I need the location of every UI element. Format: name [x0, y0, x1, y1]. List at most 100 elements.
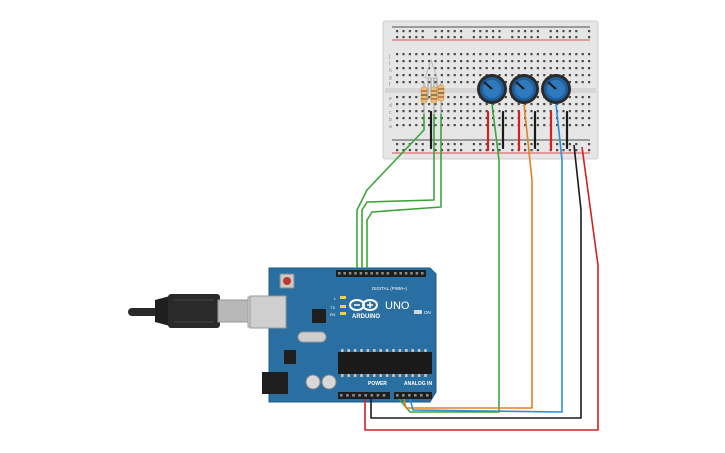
- hole: [543, 103, 546, 106]
- hole: [402, 124, 405, 127]
- hole: [440, 124, 443, 127]
- hole: [396, 74, 399, 77]
- hole: [517, 67, 520, 70]
- resistor-1[interactable]: [420, 82, 428, 120]
- hole: [536, 67, 539, 70]
- hole: [472, 149, 475, 152]
- hole: [581, 74, 584, 77]
- hole: [485, 103, 488, 106]
- hole: [543, 110, 546, 113]
- hole: [408, 60, 411, 63]
- hole: [511, 103, 514, 106]
- wires: [356, 103, 599, 431]
- hole: [453, 110, 456, 113]
- atmega-chip-pins: [341, 349, 427, 377]
- hole: [530, 60, 533, 63]
- hole: [504, 60, 507, 63]
- hole: [511, 143, 514, 146]
- hole: [479, 74, 482, 77]
- hole: [366, 349, 370, 352]
- hole: [421, 67, 424, 70]
- hole: [447, 117, 450, 120]
- hole: [440, 117, 443, 120]
- resistor-2[interactable]: [430, 82, 438, 120]
- hole: [434, 103, 437, 106]
- hole: [453, 74, 456, 77]
- hole: [440, 53, 443, 56]
- hole: [428, 74, 431, 77]
- hole: [415, 124, 418, 127]
- hole: [575, 110, 578, 113]
- hole: [402, 74, 405, 77]
- hole: [530, 53, 533, 56]
- hole: [402, 143, 405, 146]
- hole: [453, 149, 456, 152]
- hole: [479, 103, 482, 106]
- hole: [524, 149, 527, 152]
- hole: [575, 96, 578, 99]
- hole: [575, 81, 578, 84]
- wire-red-power: [364, 146, 599, 431]
- hole: [453, 36, 456, 39]
- hole: [402, 394, 405, 397]
- hole: [466, 60, 469, 63]
- hole: [556, 53, 559, 56]
- hole: [485, 30, 488, 33]
- hole: [466, 117, 469, 120]
- hole: [408, 124, 411, 127]
- hole: [424, 349, 427, 352]
- tx-led: [340, 305, 346, 308]
- hole: [504, 67, 507, 70]
- hole: [364, 394, 367, 397]
- hole: [440, 36, 443, 39]
- hole: [479, 143, 482, 146]
- hole: [504, 110, 507, 113]
- hole: [453, 81, 456, 84]
- hole: [421, 149, 424, 152]
- hole: [485, 143, 488, 146]
- hole: [556, 143, 559, 146]
- hole: [408, 96, 411, 99]
- hole: [373, 374, 376, 377]
- hole: [396, 36, 399, 39]
- hole: [402, 96, 405, 99]
- resistor-3[interactable]: [437, 82, 445, 120]
- hole: [498, 103, 501, 106]
- power-analog-header: [340, 394, 429, 397]
- hole: [588, 36, 591, 39]
- arduino-uno-board[interactable]: ARDUINO UNO DIGITAL (PWM~) POWER ANALOG …: [249, 267, 437, 403]
- hole: [498, 143, 501, 146]
- hole: [556, 30, 559, 33]
- hole: [498, 67, 501, 70]
- hole: [472, 143, 475, 146]
- hole: [524, 67, 527, 70]
- hole: [466, 110, 469, 113]
- hole: [562, 67, 565, 70]
- hole: [575, 60, 578, 63]
- hole: [408, 30, 411, 33]
- potentiometer-3[interactable]: [541, 74, 571, 104]
- hole: [447, 30, 450, 33]
- row-label-a: a: [389, 124, 392, 130]
- hole: [562, 103, 565, 106]
- row-label-g: g: [389, 75, 392, 81]
- hole: [460, 117, 463, 120]
- hole: [447, 96, 450, 99]
- hole: [568, 143, 571, 146]
- hole: [524, 103, 527, 106]
- potentiometer-1[interactable]: [477, 74, 507, 104]
- hole: [530, 110, 533, 113]
- hole: [517, 36, 520, 39]
- hole: [479, 149, 482, 152]
- hole: [434, 74, 437, 77]
- hole: [472, 110, 475, 113]
- hole: [511, 30, 514, 33]
- hole: [562, 117, 565, 120]
- hole: [479, 60, 482, 63]
- hole: [381, 272, 384, 275]
- hole: [421, 30, 424, 33]
- hole: [402, 36, 405, 39]
- hole: [460, 30, 463, 33]
- potentiometer-2[interactable]: [509, 74, 539, 104]
- hole: [428, 103, 431, 106]
